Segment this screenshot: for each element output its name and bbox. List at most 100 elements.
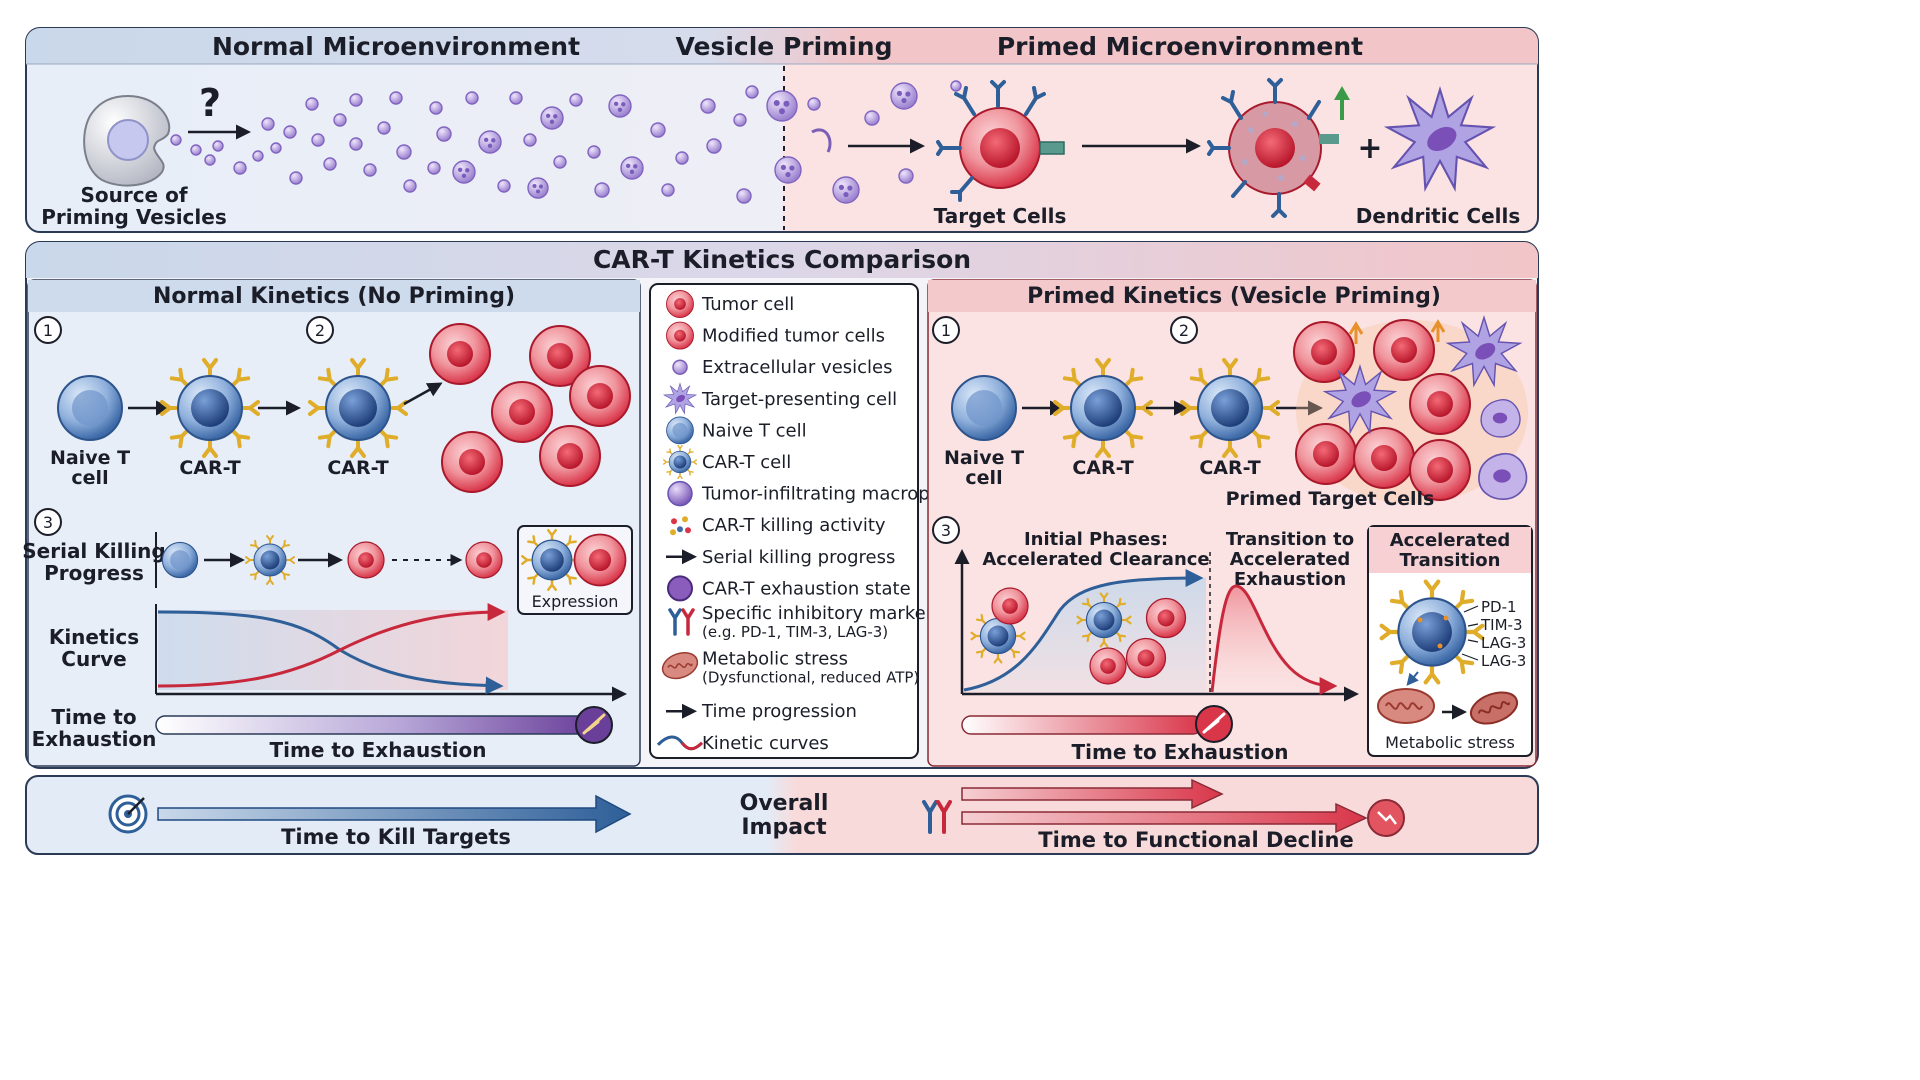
- naive-label-line2: cell: [71, 467, 108, 489]
- vesicle-icon: [363, 163, 377, 177]
- marker-tim3-label: TIM-3: [1480, 616, 1522, 634]
- vesicle-cargo: [553, 114, 558, 119]
- header-primed-microenvironment: Primed Microenvironment: [997, 32, 1363, 61]
- legend-sublabel: (Dysfunctional, reduced ATP): [702, 669, 919, 687]
- primed-kinetics-title: Primed Kinetics (Vesicle Priming): [1027, 284, 1441, 309]
- kinetics-comparison-title: CAR-T Kinetics Comparison: [593, 245, 971, 274]
- legend-item: CAR-T killing activity: [670, 515, 886, 536]
- modified-tumor-cell-icon: [666, 321, 694, 350]
- vesicle-cargo: [629, 169, 635, 175]
- time-to-exhaustion-side-line2: Exhaustion: [32, 727, 157, 751]
- serial-killing-label-line2: Progress: [44, 561, 144, 585]
- vesicle-icon: [594, 182, 610, 198]
- primed-tumor-cell-icon: [1409, 373, 1471, 435]
- vesicle-icon: [553, 155, 567, 169]
- legend-item: Serial killing progress: [666, 547, 895, 568]
- step-badge-3-label: 3: [43, 513, 53, 532]
- primed-naive-label-line1: Naive T: [944, 447, 1024, 469]
- vesicle-cargo: [780, 164, 787, 170]
- vesicle-icon: [700, 98, 716, 114]
- step-badge-1-label: 1: [43, 321, 53, 340]
- serial-tumor-icon-2: [465, 541, 503, 579]
- accelerated-transition-inset: Accelerated Transition PD-1 TIM-3 LAG-3 …: [1367, 525, 1533, 757]
- legend-item: Specific inhibitory markers(e.g. PD-1, T…: [668, 603, 942, 641]
- vesicle-icon: [323, 157, 337, 171]
- vesicle-cargo: [621, 102, 626, 107]
- vesicle-icon: [333, 113, 347, 127]
- time-to-kill-label: Time to Kill Targets: [281, 825, 511, 849]
- vesicle-icon: [675, 151, 689, 165]
- time-to-functional-decline-label: Time to Functional Decline: [1038, 828, 1353, 852]
- vesicle-icon: [436, 126, 452, 142]
- vesicle-icon: [509, 91, 523, 105]
- dendritic-cells-label: Dendritic Cells: [1356, 204, 1521, 228]
- vesicle-icon: [427, 161, 441, 175]
- legend-label: Specific inhibitory markers: [702, 603, 942, 624]
- primed-step-badge-3: [932, 516, 960, 544]
- kinetic-curve-red: [157, 603, 506, 688]
- mitochondria-icon: [661, 652, 699, 680]
- kinetic-curve-icon: [656, 735, 704, 751]
- target-cell-icon: [936, 80, 1065, 202]
- vesicle-icon: [736, 188, 752, 204]
- tumor-cell-icon: [666, 290, 694, 318]
- legend-item: Time progression: [666, 701, 857, 722]
- vesicle-icon: [212, 140, 224, 152]
- naive-t-cell-icon: [666, 416, 694, 445]
- marker-lag3-label: LAG-3: [1481, 634, 1526, 652]
- time-to-exhaustion-label: Time to Exhaustion: [270, 738, 487, 762]
- transition-label-line1: Transition to: [1226, 529, 1354, 550]
- legend-item: CAR-T exhaustion state: [667, 575, 911, 602]
- killing-arrow: [403, 382, 443, 406]
- primed-step-badge-2: [1170, 316, 1198, 344]
- primed-tumor-cell-icon: [1293, 321, 1355, 383]
- primed-target-cell-icon: [1207, 78, 1339, 218]
- source-label-line1: Source of: [80, 183, 187, 207]
- legend-item: Tumor cell: [666, 290, 794, 318]
- question-mark: ?: [199, 81, 221, 125]
- header-vesicle-priming: Vesicle Priming: [676, 32, 893, 61]
- vesicle-icon: [620, 156, 644, 180]
- legend-label: Tumor cell: [701, 294, 794, 315]
- vesicle-cargo: [785, 171, 791, 178]
- primed-time-to-exhaustion-label: Time to Exhaustion: [1072, 740, 1289, 764]
- legend-item: Modified tumor cells: [666, 321, 885, 350]
- primed-car-t-label-2: CAR-T: [1199, 457, 1260, 479]
- legend-label: Kinetic curves: [702, 733, 829, 754]
- legend-item: CAR-T cell: [664, 446, 791, 479]
- primed-naive-label-line2: cell: [965, 467, 1002, 489]
- exhaustion-state-icon: [667, 575, 693, 602]
- legend-label: CAR-T killing activity: [702, 515, 886, 536]
- vesicle-icon: [389, 91, 403, 105]
- vesicle-icon: [774, 156, 802, 184]
- legend-sublabel: (e.g. PD-1, TIM-3, LAG-3): [702, 623, 888, 641]
- overall-impact-title-line1: Overall: [740, 791, 829, 816]
- legend-label: CAR-T exhaustion state: [702, 578, 911, 599]
- kinetics-curve-label-line1: Kinetics: [49, 625, 139, 649]
- primed-step-badge-2-label: 2: [1179, 321, 1189, 340]
- vesicle-cargo: [617, 107, 623, 113]
- transition-label-line3: Exhaustion: [1234, 569, 1346, 590]
- vesicle-cargo: [773, 100, 780, 106]
- vesicle-icon: [733, 113, 747, 127]
- vesicle-cargo: [779, 108, 785, 115]
- inhibitory-marker-icon: [668, 608, 695, 636]
- naive-label-line1: Naive T: [50, 447, 130, 469]
- vesicle-icon: [661, 183, 675, 197]
- vesicle-icon: [745, 85, 759, 99]
- vesicle-icon: [289, 171, 303, 185]
- vesicle-icon: [261, 117, 275, 131]
- vesicle-icon: [311, 133, 325, 147]
- normal-kinetics-panel: Normal Kinetics (No Priming) 1 2 Naive T…: [22, 279, 641, 767]
- vesicle-cargo: [457, 167, 463, 172]
- car-t-label-1: CAR-T: [179, 457, 240, 479]
- vesicle-icon: [527, 177, 549, 199]
- target-cells-label: Target Cells: [934, 204, 1067, 228]
- step-badge-2-label: 2: [315, 321, 325, 340]
- tumor-cell-icon: [429, 323, 491, 385]
- time-to-kill-arrow: [157, 794, 632, 834]
- primed-target-cells-label: Primed Target Cells: [1226, 488, 1435, 510]
- car-t-label-2: CAR-T: [327, 457, 388, 479]
- vesicle-cargo: [487, 143, 493, 149]
- vesicle-cargo: [536, 189, 540, 194]
